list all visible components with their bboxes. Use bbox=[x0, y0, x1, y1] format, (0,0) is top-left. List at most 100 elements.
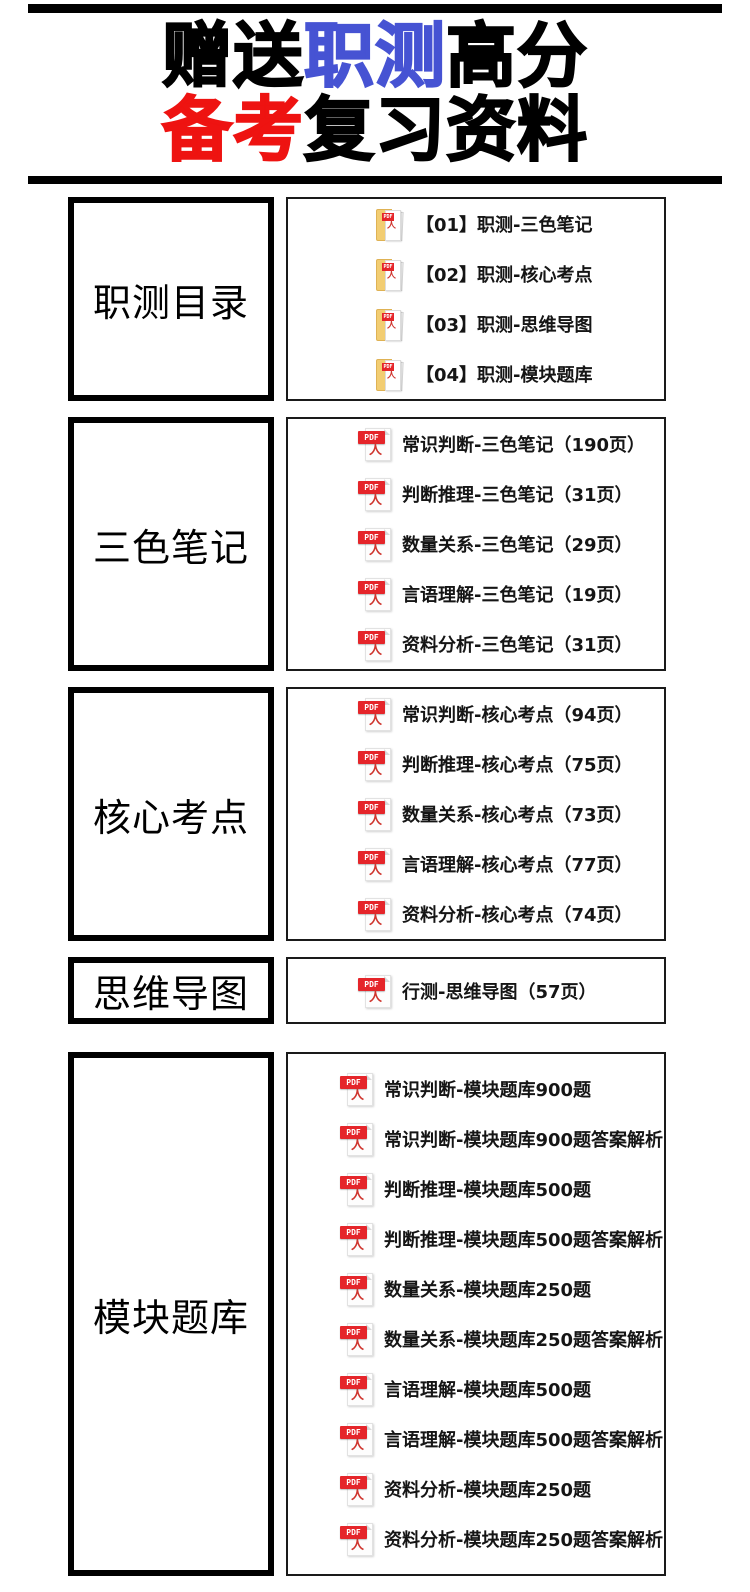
file-name: 数量关系-三色笔记（29页） bbox=[402, 535, 633, 556]
title-part-black: 复习资料 bbox=[303, 91, 588, 169]
title-part-black: 高分 bbox=[445, 17, 588, 95]
section-label: 三色笔记 bbox=[92, 525, 249, 570]
file-name: 常识判断-模块题库900题 bbox=[384, 1080, 592, 1101]
file-name: 常识判断-模块题库900题答案解析 bbox=[384, 1130, 664, 1151]
title-line-1: 赠送职测高分 bbox=[0, 17, 750, 95]
file-name: 资料分析-模块题库250题答案解析 bbox=[384, 1530, 664, 1551]
section-label-box: 思维导图 bbox=[68, 957, 274, 1024]
section-label: 核心考点 bbox=[92, 795, 249, 840]
file-name: 言语理解-模块题库500题 bbox=[384, 1380, 592, 1401]
title-part-red: 备考 bbox=[161, 91, 304, 169]
divider-bar bbox=[28, 176, 722, 184]
file-name: 言语理解-核心考点（77页） bbox=[402, 855, 633, 876]
section-label-box: 模块题库 bbox=[68, 1052, 274, 1576]
title-line-2: 备考复习资料 bbox=[0, 91, 750, 169]
section-label: 职测目录 bbox=[92, 280, 249, 325]
file-name: 【03】职测-思维导图 bbox=[416, 315, 593, 336]
title-part-blue: 职测 bbox=[303, 17, 446, 95]
file-name: 判断推理-三色笔记（31页） bbox=[402, 485, 633, 506]
file-name: 数量关系-模块题库250题 bbox=[384, 1280, 592, 1301]
file-name: 数量关系-模块题库250题答案解析 bbox=[384, 1330, 664, 1351]
section-label-box: 核心考点 bbox=[68, 687, 274, 941]
top-black-bar bbox=[28, 4, 722, 13]
file-name: 【01】职测-三色笔记 bbox=[416, 215, 593, 236]
section-label-box: 三色笔记 bbox=[68, 417, 274, 671]
file-name: 【04】职测-模块题库 bbox=[416, 365, 593, 386]
section-label-box: 职测目录 bbox=[68, 197, 274, 401]
file-name: 数量关系-核心考点（73页） bbox=[402, 805, 633, 826]
file-name: 言语理解-模块题库500题答案解析 bbox=[384, 1430, 664, 1451]
section-label: 模块题库 bbox=[92, 1295, 249, 1340]
file-name: 判断推理-模块题库500题 bbox=[384, 1180, 592, 1201]
file-name: 资料分析-三色笔记（31页） bbox=[402, 635, 633, 656]
file-name: 行测-思维导图（57页） bbox=[402, 981, 597, 1003]
file-name: 资料分析-模块题库250题 bbox=[384, 1480, 592, 1501]
title-part-black: 赠送 bbox=[161, 17, 304, 95]
file-name: 常识判断-核心考点（94页） bbox=[402, 705, 633, 726]
file-name: 常识判断-三色笔记（190页） bbox=[402, 435, 646, 456]
page-title: 赠送职测高分 备考复习资料 bbox=[0, 17, 750, 169]
section-label: 思维导图 bbox=[92, 972, 249, 1016]
